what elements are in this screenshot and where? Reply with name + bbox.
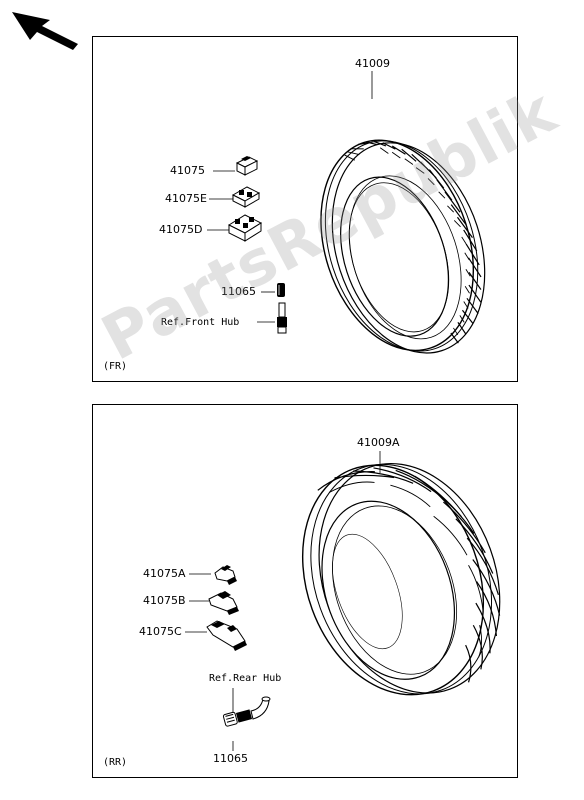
rear-tire (301, 462, 501, 696)
front-valve-stem (277, 302, 287, 334)
front-tire (320, 139, 486, 354)
weight-41075D (227, 214, 263, 242)
weight-41075C-part-number: 41075C (139, 625, 182, 638)
rear-section-label: (RR) (103, 757, 128, 768)
weight-41075E-part-number: 41075E (165, 192, 207, 205)
front-section-label: (FR) (103, 361, 128, 372)
weight-41075B (208, 591, 239, 615)
weight-41075-part-number: 41075 (170, 164, 205, 177)
valve-cap-11065 (277, 283, 285, 297)
rear-tire-part-number: 41009A (357, 436, 400, 449)
weight-41075E (231, 186, 261, 208)
rear-valve-stem (235, 696, 271, 723)
front-tire-illustration (207, 71, 486, 354)
rear-hub-reference: Ref.Rear Hub (209, 673, 282, 684)
weight-41075 (235, 156, 259, 176)
rear-tire-illustration (185, 451, 501, 751)
weight-41075B-part-number: 41075B (143, 594, 186, 607)
weight-41075A (214, 565, 237, 585)
weight-41075D-part-number: 41075D (159, 223, 203, 236)
weight-41075C (206, 620, 247, 651)
front-hub-reference: Ref.Front Hub (161, 317, 240, 328)
rear-valve-cap (222, 711, 238, 727)
weight-41075A-part-number: 41075A (143, 567, 186, 580)
rear-valve-part-number: 11065 (213, 752, 248, 765)
rear-tire-panel: 41009A 41075A 41075B 41075C Ref.Rear Hub… (92, 404, 518, 778)
front-tire-panel: 41009 41075 41075E 41075D 11065 Ref.Fron… (92, 36, 518, 382)
front-valve-part-number: 11065 (221, 285, 256, 298)
front-tire-part-number: 41009 (355, 57, 390, 70)
